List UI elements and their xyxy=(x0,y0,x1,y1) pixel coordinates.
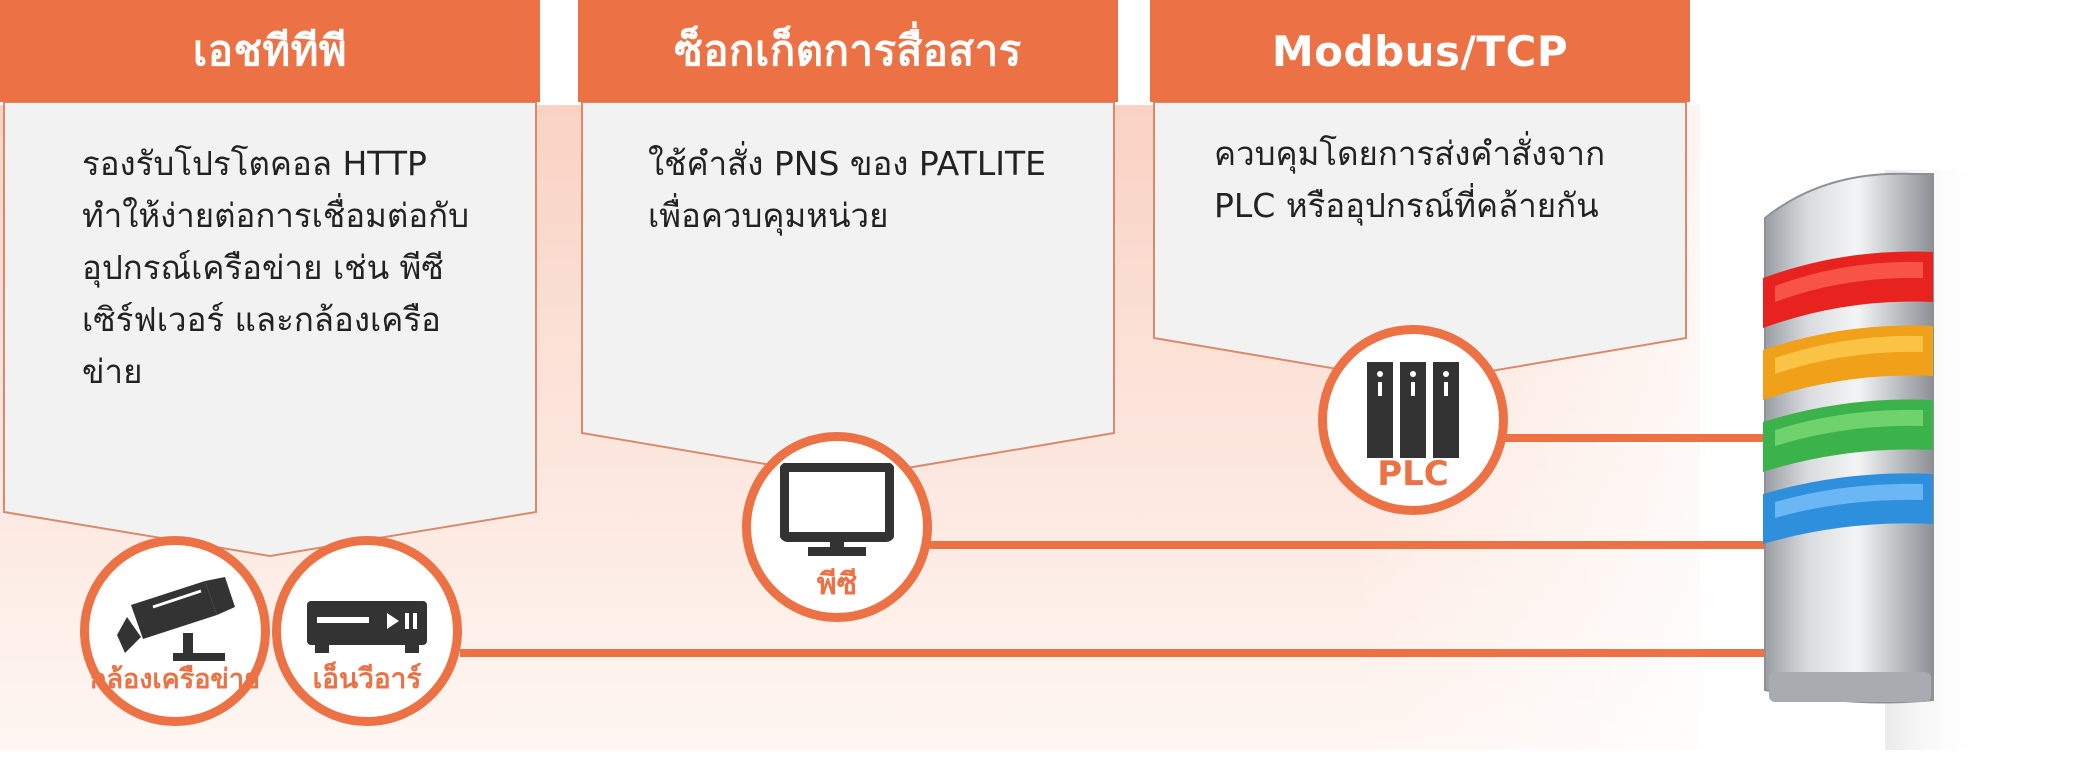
monitor-icon xyxy=(780,463,894,559)
node-plc: PLC xyxy=(1318,325,1508,515)
security-camera-icon xyxy=(113,577,243,667)
panel-socket-title: ซ็อกเก็ตการสื่อสาร xyxy=(578,0,1118,102)
panel-modbus-description: ควบคุมโดยการส่งคำสั่งจาก PLC หรืออุปกรณ์… xyxy=(1214,128,1664,232)
panel-http-title: เอชทีทีพี xyxy=(0,0,540,102)
node-network-camera: กล้องเครือข่าย xyxy=(80,536,270,726)
tower-base xyxy=(1769,672,1931,702)
plc-rack-icon xyxy=(1365,360,1461,460)
node-pc-label: พีซี xyxy=(751,561,923,608)
signal-tower-icon xyxy=(1735,160,1995,760)
node-pc: พีซี xyxy=(742,432,932,622)
node-network-camera-label: กล้องเครือข่าย xyxy=(89,657,261,700)
node-nvr-label: เอ็นวีอาร์ xyxy=(281,657,453,701)
panel-http: เอชทีทีพี รองรับโปรโตคอล HTTP ทำให้ง่ายต… xyxy=(0,0,540,560)
panel-socket-description: ใช้คำสั่ง PNS ของ PATLITE เพื่อควบคุมหน่… xyxy=(648,138,1088,242)
panel-http-description: รองรับโปรโตคอล HTTP ทำให้ง่ายต่อการเชื่อ… xyxy=(82,138,522,398)
nvr-recorder-icon xyxy=(305,595,429,659)
node-nvr: เอ็นวีอาร์ xyxy=(272,536,462,726)
node-plc-label: PLC xyxy=(1327,454,1499,494)
panel-modbus-title: Modbus/TCP xyxy=(1150,0,1690,102)
